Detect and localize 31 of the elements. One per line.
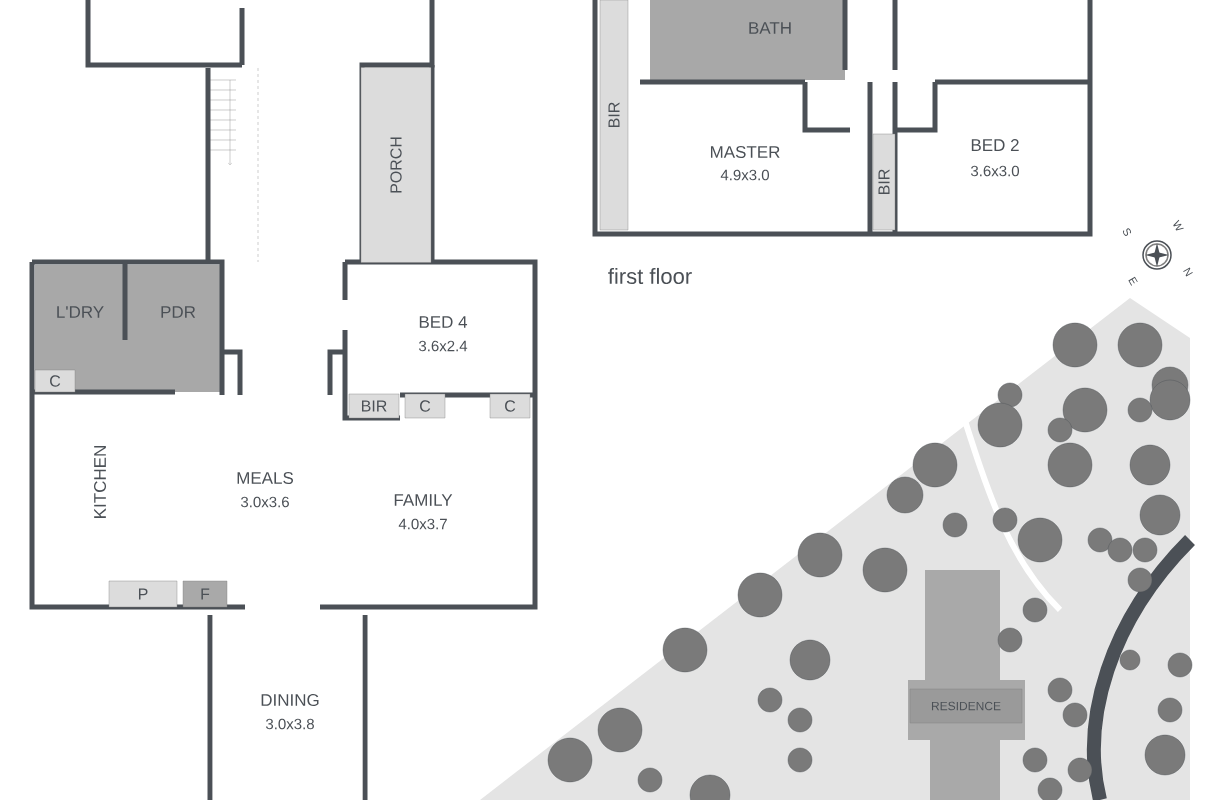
room-label: BED 4 (419, 316, 468, 328)
room-label: MEALS (237, 472, 294, 484)
room-label: 4.0x3.7 (398, 518, 447, 530)
room-label: KITCHEN (94, 446, 107, 518)
compass-letter: S (1122, 228, 1132, 236)
room-label: DINING (261, 694, 319, 706)
room-label: 3.0x3.8 (265, 718, 314, 730)
compass-letter: W (1173, 219, 1184, 231)
cupboard-box: C (34, 369, 76, 393)
floor-label: first floor (608, 267, 692, 285)
room-label: PDR (161, 306, 196, 318)
cupboard-box: BIR (872, 133, 896, 231)
room-label: 4.9x3.0 (720, 169, 769, 181)
cupboard-box: BIR (599, 0, 629, 231)
cupboard-box: P (108, 580, 178, 608)
room-label: BATH (749, 22, 791, 34)
room-label: 3.0x3.6 (240, 496, 289, 508)
cupboard-box: PORCH (360, 67, 432, 263)
room-label: 3.6x3.0 (970, 165, 1019, 177)
cupboard-box: F (182, 580, 228, 608)
compass-letter: E (1128, 276, 1138, 286)
room-label: FAMILY (394, 494, 453, 506)
building-label: RESIDENCE (909, 688, 1023, 724)
room-label: MASTER (711, 146, 780, 158)
cupboard-box: C (489, 393, 531, 419)
cupboard-box: C (404, 393, 446, 419)
room-label: 3.6x2.4 (418, 340, 468, 352)
compass-letter: N (1183, 267, 1193, 277)
room-label: L'DRY (57, 306, 104, 318)
cupboard-box: BIR (348, 393, 400, 419)
room-label: BED 2 (971, 139, 1019, 151)
